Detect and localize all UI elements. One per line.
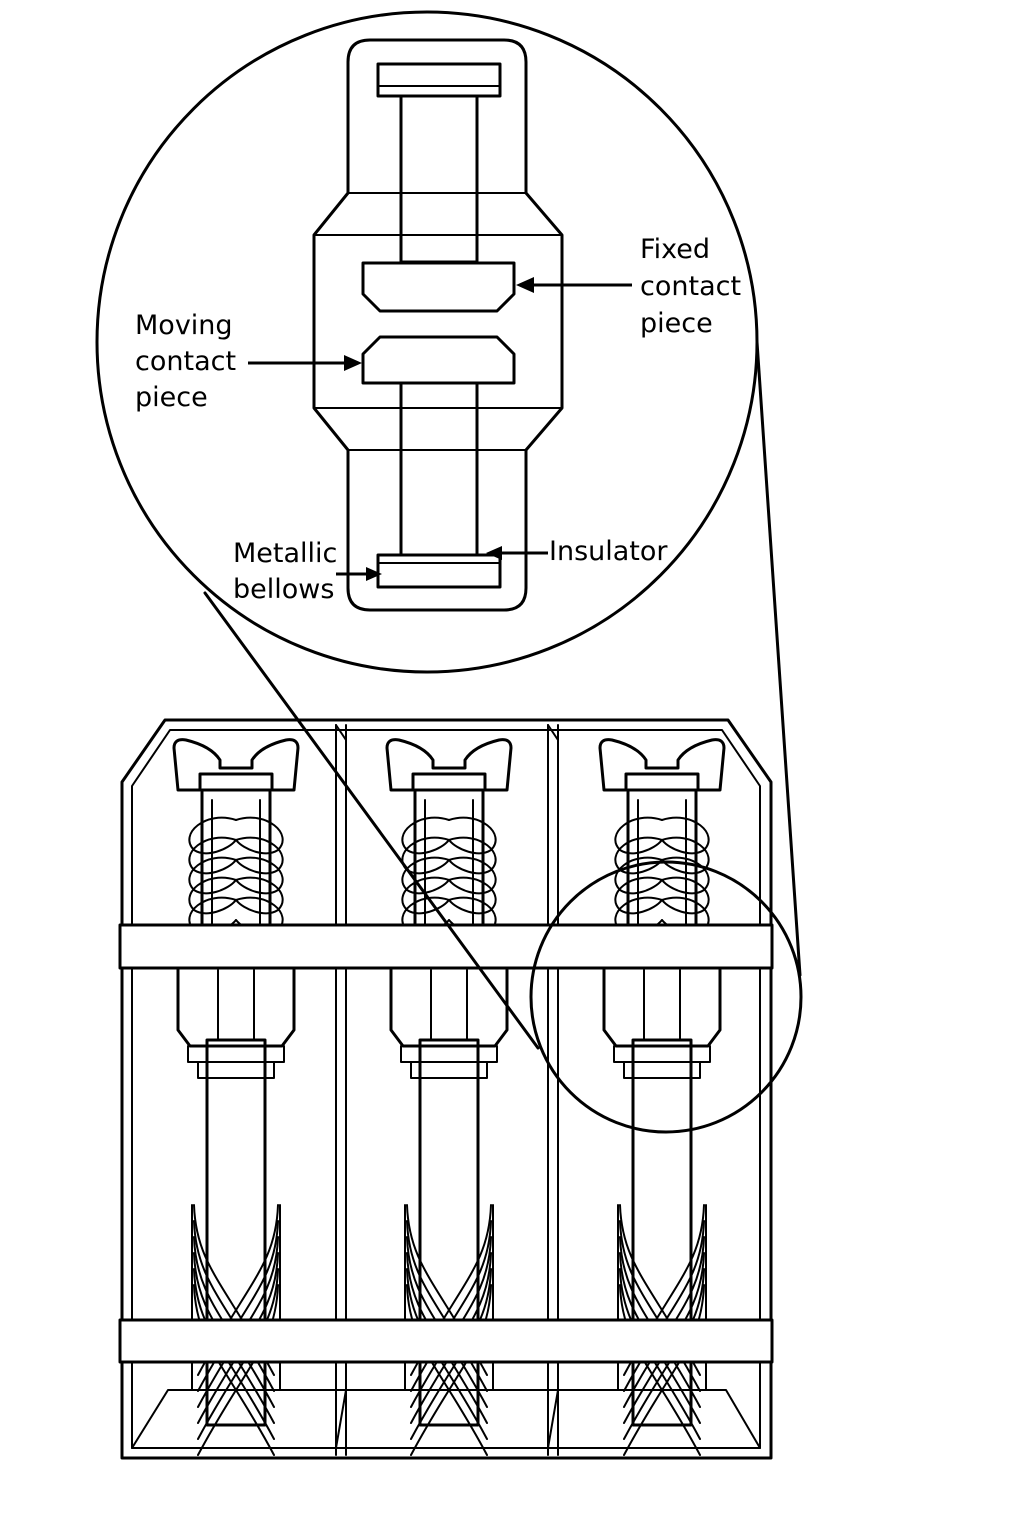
pole-bottle: [602, 968, 722, 1048]
moving-contact-label: Moving contact piece: [135, 310, 236, 413]
fixed-contact-label: Fixed contact piece: [640, 234, 741, 339]
insulator-label: Insulator: [549, 536, 668, 567]
lower-clamp-bar: [118, 1318, 774, 1364]
metallic-bellows-label: Metallic bellows: [233, 538, 337, 605]
bellows-plate: [376, 553, 502, 589]
moving-contact-label-line2: contact: [135, 346, 236, 377]
moving-contact-label-line3: piece: [135, 382, 208, 413]
moving-contact-label-line1: Moving: [135, 310, 233, 341]
pole-bottle: [176, 968, 296, 1048]
pole-terminal: [598, 738, 726, 792]
fixed-contact-label-line3: piece: [640, 308, 713, 339]
metallic-bellows-label-line2: bellows: [233, 574, 334, 605]
pole-bottle: [389, 968, 509, 1048]
top-end-cap: [376, 62, 502, 98]
pole-stem: [643, 969, 681, 1041]
pole-terminal: [385, 738, 513, 792]
three-pole-frame: [120, 718, 773, 1460]
fixed-contact-label-line2: contact: [640, 271, 741, 302]
pole-rod: [418, 1038, 480, 1427]
fixed-contact-piece: [361, 261, 516, 313]
pole-bottle-rings: [613, 1045, 711, 1079]
pole-terminal: [172, 738, 300, 792]
pole-stem: [430, 969, 468, 1041]
upper-clamp-bar: [118, 923, 774, 970]
pole-rod: [205, 1038, 267, 1427]
fixed-contact-label-line1: Fixed: [640, 234, 710, 265]
metallic-bellows-label-line1: Metallic: [233, 538, 337, 569]
pole-bottle-rings: [400, 1045, 498, 1079]
moving-contact-piece: [361, 335, 516, 385]
pole-stem: [217, 969, 255, 1041]
pole-2: [385, 738, 513, 1456]
leader-arrows: [248, 277, 632, 581]
enlarged-interrupter: [312, 38, 564, 612]
pole-rod: [631, 1038, 693, 1427]
pole-bottle-rings: [187, 1045, 285, 1079]
small-focus-circle: [529, 860, 803, 1134]
